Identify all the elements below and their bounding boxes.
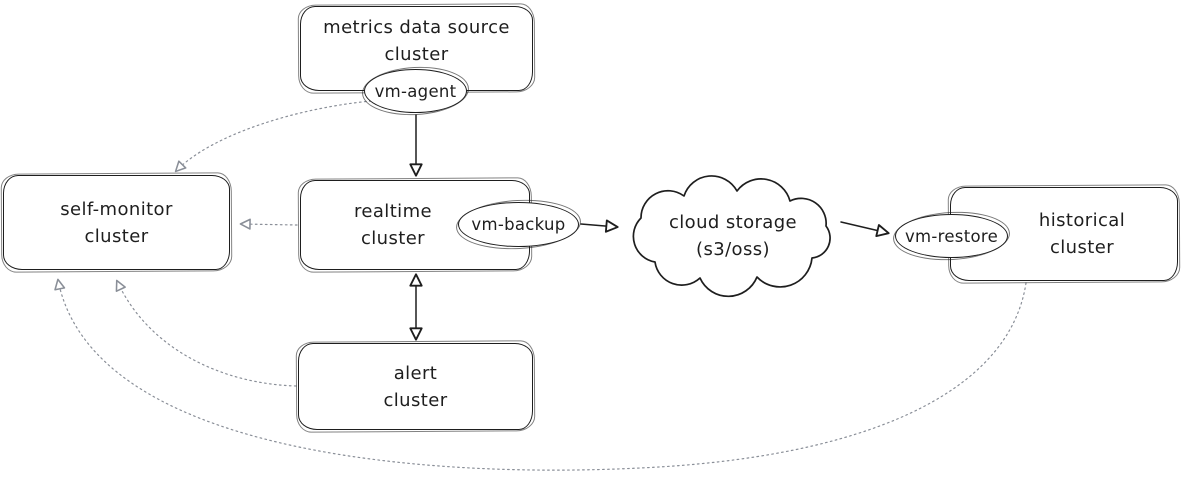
node-label: alert cluster bbox=[383, 362, 448, 411]
node-label: vm-agent bbox=[374, 81, 457, 101]
edge-alert-cluster-to-self-monitor-cluster[interactable] bbox=[115, 279, 297, 387]
edge-realtime-cluster-to-self-monitor-cluster[interactable] bbox=[239, 218, 298, 230]
node-label: vm-restore bbox=[904, 226, 999, 246]
edge-vm-agent-to-self-monitor-cluster[interactable] bbox=[174, 100, 372, 173]
node-alert-cluster[interactable]: alert cluster bbox=[298, 343, 533, 430]
node-label: self-monitor cluster bbox=[60, 198, 173, 247]
node-label: realtime cluster bbox=[354, 201, 432, 249]
node-label: metrics data source cluster bbox=[323, 16, 510, 65]
edge-historical-cluster-to-self-monitor-cluster[interactable] bbox=[54, 278, 1027, 471]
cloud-storage-label: cloud storage (s3/oss) bbox=[668, 212, 798, 260]
node-vm-backup[interactable]: vm-backup bbox=[458, 202, 579, 247]
node-cloud-storage[interactable] bbox=[632, 175, 831, 298]
node-vm-agent[interactable]: vm-agent bbox=[364, 69, 467, 113]
node-label: vm-backup bbox=[471, 215, 566, 234]
edge-cloud-storage-to-vm-restore[interactable] bbox=[840, 221, 890, 238]
node-self-monitor-cluster[interactable]: self-monitor cluster bbox=[3, 175, 230, 270]
edge-vm-backup-to-cloud-storage[interactable] bbox=[580, 219, 619, 233]
node-label: historical cluster bbox=[1038, 210, 1126, 258]
node-vm-restore[interactable]: vm-restore bbox=[895, 214, 1008, 258]
